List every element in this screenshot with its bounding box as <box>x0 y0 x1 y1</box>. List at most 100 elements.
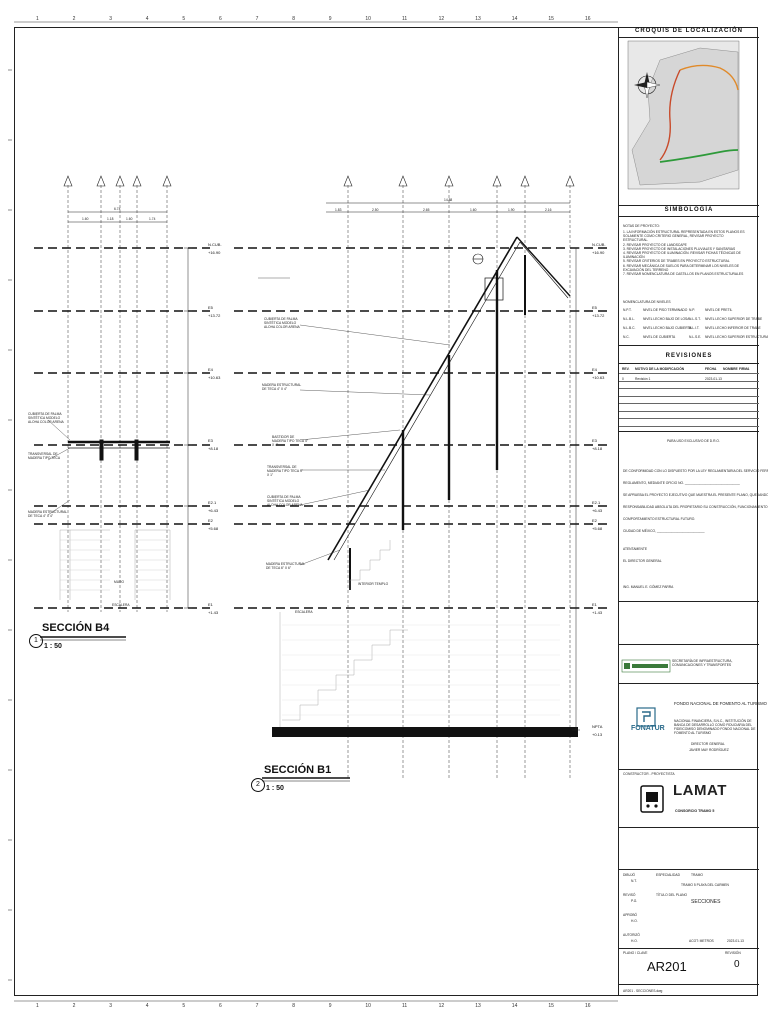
ruler-top-number: 16 <box>585 16 591 22</box>
note-line: 4. REVISAR PROYECTO DE ILUMINACIÓN. REVI… <box>623 251 741 255</box>
dim-b1-3: 2.65 <box>423 208 430 212</box>
reviewed-value: P.G. <box>631 899 638 903</box>
level-name-b4: E2.1 <box>208 500 217 505</box>
drawn-value: N.T. <box>631 879 637 883</box>
authorized-label: AUTORIZÓ <box>623 933 640 937</box>
level-name-b1: NPTA <box>592 724 603 729</box>
ruler-bottom-number: 11 <box>402 1003 408 1009</box>
level-value-b1: +0.13 <box>592 732 603 737</box>
date-info: 2023-01-13 <box>727 939 744 943</box>
section-b1-title: SECCIÓN B1 <box>264 764 332 776</box>
level-name-b4: E3 <box>208 438 213 443</box>
ruler-top-number: 4 <box>145 16 149 22</box>
ruler-bottom-number: 4 <box>145 1003 149 1009</box>
section-b1-number: 2 <box>251 778 265 792</box>
label-b4-cubierta: CUBIERTA DE PALMA SINTÉTICA MODELO ALOHA… <box>28 412 64 424</box>
ruler-bottom-number: 9 <box>328 1003 332 1009</box>
label-b4-transversal: TRANSVERSAL DE MADERA TIPO TECA <box>28 452 61 460</box>
label-b1-cubierta: CUBIERTA DE PALMA SINTÉTICA MODELO ALOHA… <box>264 317 300 329</box>
revisions-header: REVISIONES <box>665 353 713 359</box>
level-value-b4: +16.90 <box>208 250 221 255</box>
dro-line: DE CONFORMIDAD CON LO DISPUESTO POR LA L… <box>623 469 768 473</box>
specialty-value: TRAMO <box>691 873 703 877</box>
rev-value: 0 <box>734 959 740 970</box>
dro-line: REGLAMENTO, MEDIANTE OFICIO NO. ________… <box>623 481 740 485</box>
section-b4-scale: 1 : 50 <box>44 643 62 650</box>
revisions-cell: 2023-01-13 <box>705 377 722 381</box>
ruler-top-number: 10 <box>365 16 371 22</box>
level-value-b1: +6.43 <box>592 508 603 513</box>
label-b1-madera-6x6: MADERA ESTRUCTURAL DE TECA 6" X 6" <box>266 562 306 570</box>
level-name-b4: N.CUB. <box>208 242 222 247</box>
level-name-b1: E5 <box>592 305 597 310</box>
dro-line: SE APRUEBA EL PROYECTO EJECUTIVO QUE MUE… <box>623 493 768 497</box>
revisions-cell: 0 <box>622 377 624 381</box>
nomenclature-desc: NIVEL LECHO BAJO CUBIERTA <box>643 326 692 330</box>
level-name-b1: E3 <box>592 438 597 443</box>
dim-b1-4: 1.60 <box>470 208 477 212</box>
nomenclature-code: N.L.I.T. <box>689 326 700 330</box>
plan-title-label: TÍTULO DEL PLANO <box>656 893 688 897</box>
level-name-b1: E1 <box>592 602 597 607</box>
nomenclature-code: N.P.T. <box>623 308 632 312</box>
sct-text: SECRETARÍA DE INFRAESTRUCTURA, COMUNICAC… <box>672 659 733 667</box>
ruler-bottom-number: 15 <box>548 1003 554 1009</box>
title-block: CROQUIS DE LOCALIZACIÓN SIMBOLOGÍA NOTAS… <box>618 27 768 996</box>
fonatur-name: JAVIER MAY RODRÍGUEZ <box>689 748 729 752</box>
level-name-b4: E2 <box>208 518 213 523</box>
ruler-top-number: 14 <box>511 16 518 22</box>
ruler-top-number: 6 <box>219 16 222 22</box>
notes-header: NOTAS DE PROYECTO: <box>623 224 660 228</box>
ruler-bottom-number: 8 <box>292 1003 295 1009</box>
note-line: ILUMINACIÓN <box>623 255 645 260</box>
nomenclature-code: N.C. <box>623 335 630 339</box>
label-b1-transversal: TRANSVERSAL DE MADERA TIPO TECA 4" X 1" <box>267 465 303 477</box>
ruler-top-number: 11 <box>402 16 408 22</box>
nomenclature-desc: NIVEL LECHO BAJO DE LOSA <box>643 317 690 321</box>
ruler-top-number: 3 <box>109 16 112 22</box>
sct-logo <box>621 659 671 673</box>
level-name-b4: E4 <box>208 367 213 372</box>
dim-b1-1: 1.83 <box>335 208 342 212</box>
label-b1-madera-4x4: MADERA ESTRUCTURAL DE TECA 4" X 4" <box>262 383 302 391</box>
label-b1-bastidor: BASTIDOR DE MADERA TIPO TECA 4" X 4" <box>272 435 308 447</box>
fonatur-role: DIRECTOR GENERAL <box>691 742 725 746</box>
nomenclature-code: N.L.B.L. <box>623 317 635 321</box>
label-b1-cubierta-2: CUBIERTA DE PALMA SINTÉTICA MODELO ALOHA… <box>267 495 303 507</box>
level-value-b1: +16.90 <box>592 250 605 255</box>
location-map <box>627 40 740 190</box>
level-name-b4: E1 <box>208 602 213 607</box>
lamat-sub: CONSORCIO TRAMO 5 <box>675 809 715 813</box>
label-b4-escalera: ESCALERA <box>112 603 130 607</box>
ruler-bottom-number: 1 <box>36 1003 39 1009</box>
level-value-b4: +1.43 <box>208 610 219 615</box>
revisions-col-header: MOTIVO DE LA MODIFICACIÓN <box>635 367 685 371</box>
plan-no-label: PLANO / CLAVE <box>623 951 648 955</box>
dim-b1-2: 2.50 <box>372 208 379 212</box>
attentive-label: ATENTAMENTE <box>623 547 648 551</box>
level-name-b4: E5 <box>208 305 213 310</box>
label-b4-madera: MADERA ESTRUCTURAL DE TECA 4" X 4" <box>28 510 68 518</box>
dim-b4-1: 1.60 <box>82 217 89 221</box>
note-line: 1. LA INFORMACIÓN ESTRUCTURAL REPRESENTA… <box>623 230 745 234</box>
nomenclature-desc: NIVEL DE CUBIERTA <box>643 335 676 339</box>
specialty-label: ESPECIALIDAD <box>656 873 681 877</box>
nomenclature-desc: NIVEL LECHO INFERIOR DE TRABE <box>705 326 761 330</box>
label-b1-escalera: ESCALERA <box>295 610 313 614</box>
file-name: AR201 - SECCIONES.dwg <box>623 989 663 993</box>
lamat-logo: LAMAT <box>673 782 727 799</box>
ruler-top-number: 9 <box>328 16 332 22</box>
level-value-b4: +6.43 <box>208 508 219 513</box>
director-label: EL DIRECTOR GENERAL <box>623 559 662 563</box>
level-value-b1: +1.43 <box>592 610 603 615</box>
dro-line: CIUDAD DE MÉXICO, ______________________… <box>623 529 705 533</box>
revisions-col-header: REV. <box>622 367 630 371</box>
contractor-label: CONSTRUCTOR - PROYECTISTA <box>623 772 675 776</box>
level-value-b4: +10.63 <box>208 375 221 380</box>
dim-b4-2: 1.18 <box>107 217 114 221</box>
nomenclature-desc: NIVEL DE PISO TERMINADO <box>643 308 688 312</box>
ruler-bottom-number: 10 <box>365 1003 371 1009</box>
note-line: 3. REVISAR PROYECTO DE INSTALACIONES PLU… <box>623 246 736 251</box>
nomenclature-code: N.P. <box>689 308 695 312</box>
